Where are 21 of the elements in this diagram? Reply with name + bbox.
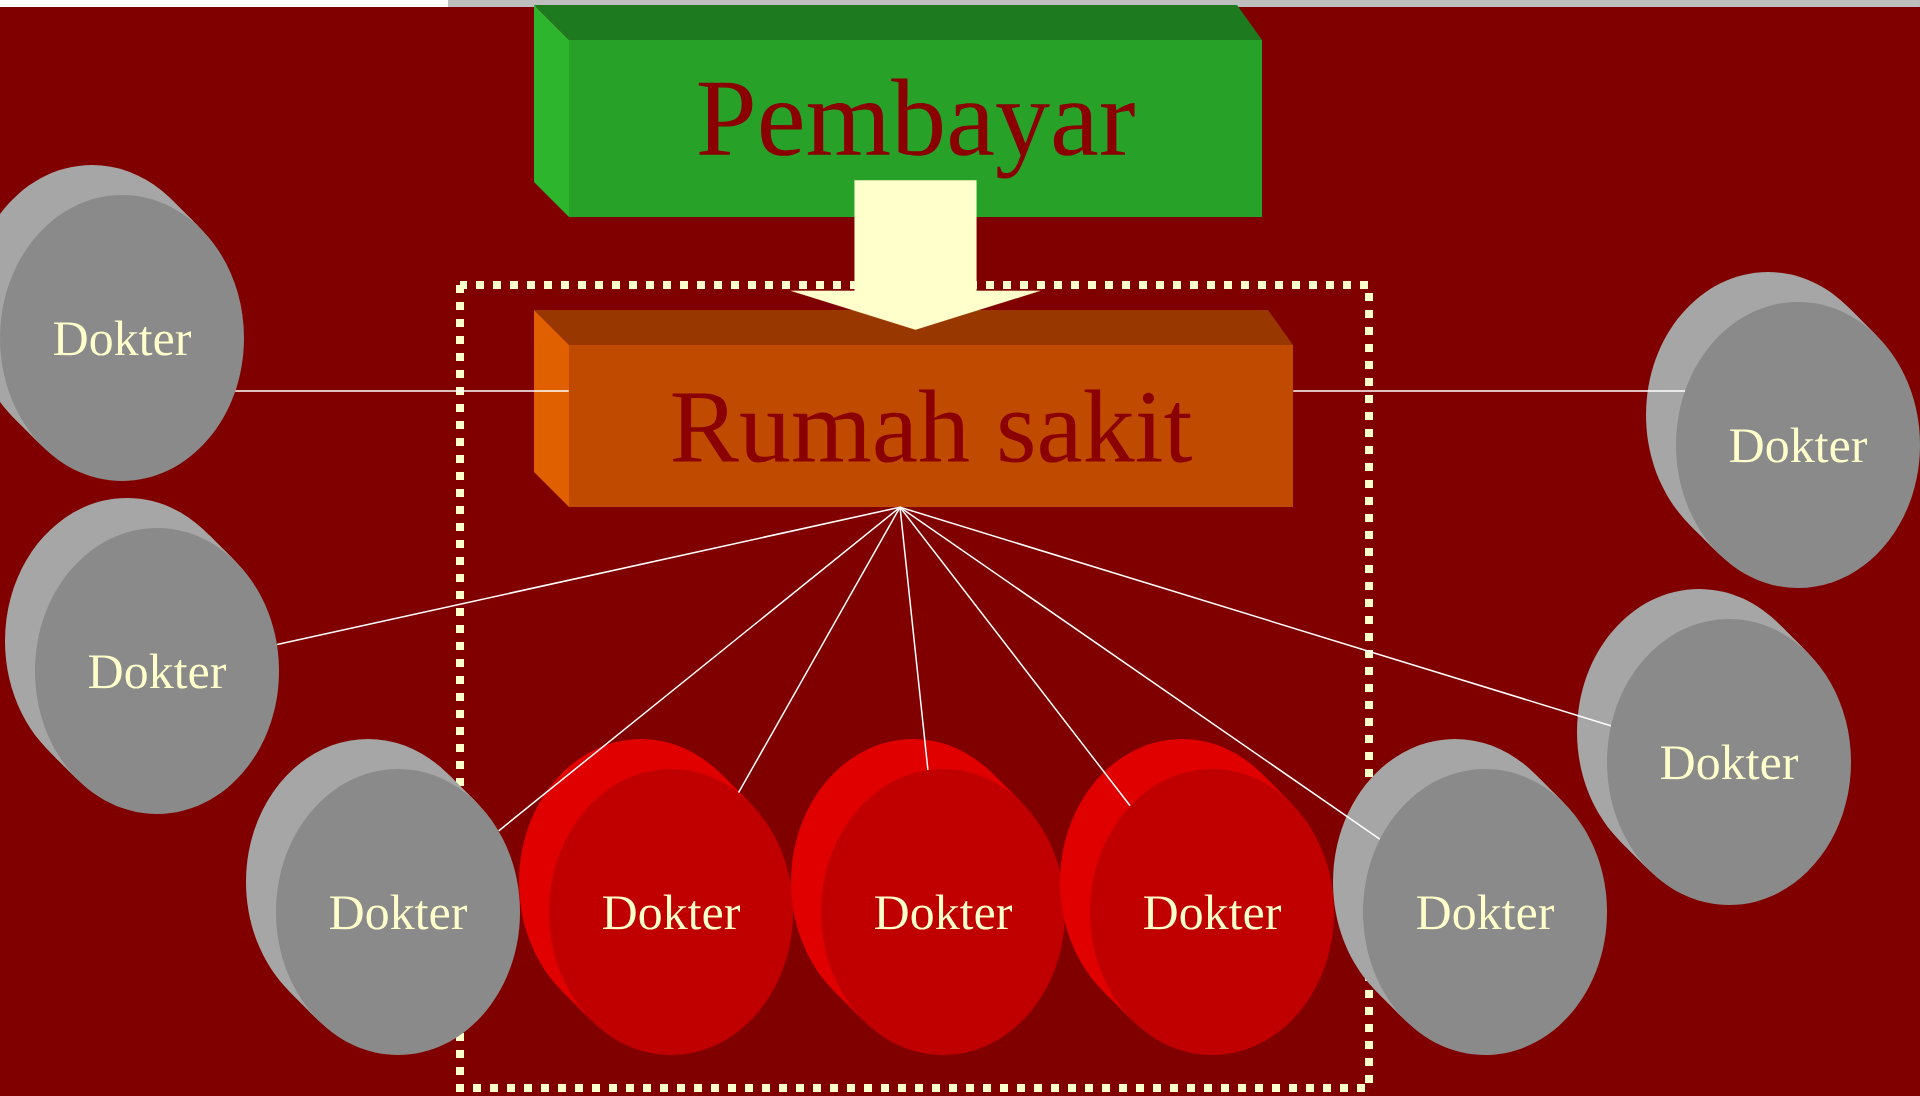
connector-line — [1292, 390, 1686, 392]
connector-line — [899, 506, 1612, 727]
block-arrow — [790, 180, 1041, 330]
connector-line — [899, 506, 1381, 840]
cylinder: Dokter — [5, 498, 279, 814]
cylinder: Dokter — [1060, 739, 1334, 1055]
cylinder: Dokter — [791, 739, 1065, 1055]
connector-line — [234, 390, 570, 392]
cylinder: Dokter — [519, 739, 793, 1055]
connector-line — [276, 506, 901, 646]
connector-line — [737, 506, 901, 794]
block-box: Rumah sakit — [534, 310, 1293, 507]
connector-line — [497, 506, 901, 832]
cylinder: Dokter — [1333, 739, 1607, 1055]
cylinder: Dokter — [1577, 589, 1851, 905]
connector-line — [899, 506, 1131, 807]
cylinder: Dokter — [0, 165, 244, 481]
cylinder: Dokter — [1646, 272, 1920, 588]
connector-line — [899, 506, 929, 771]
cylinder: Dokter — [246, 739, 520, 1055]
block-box: Pembayar — [534, 5, 1262, 217]
